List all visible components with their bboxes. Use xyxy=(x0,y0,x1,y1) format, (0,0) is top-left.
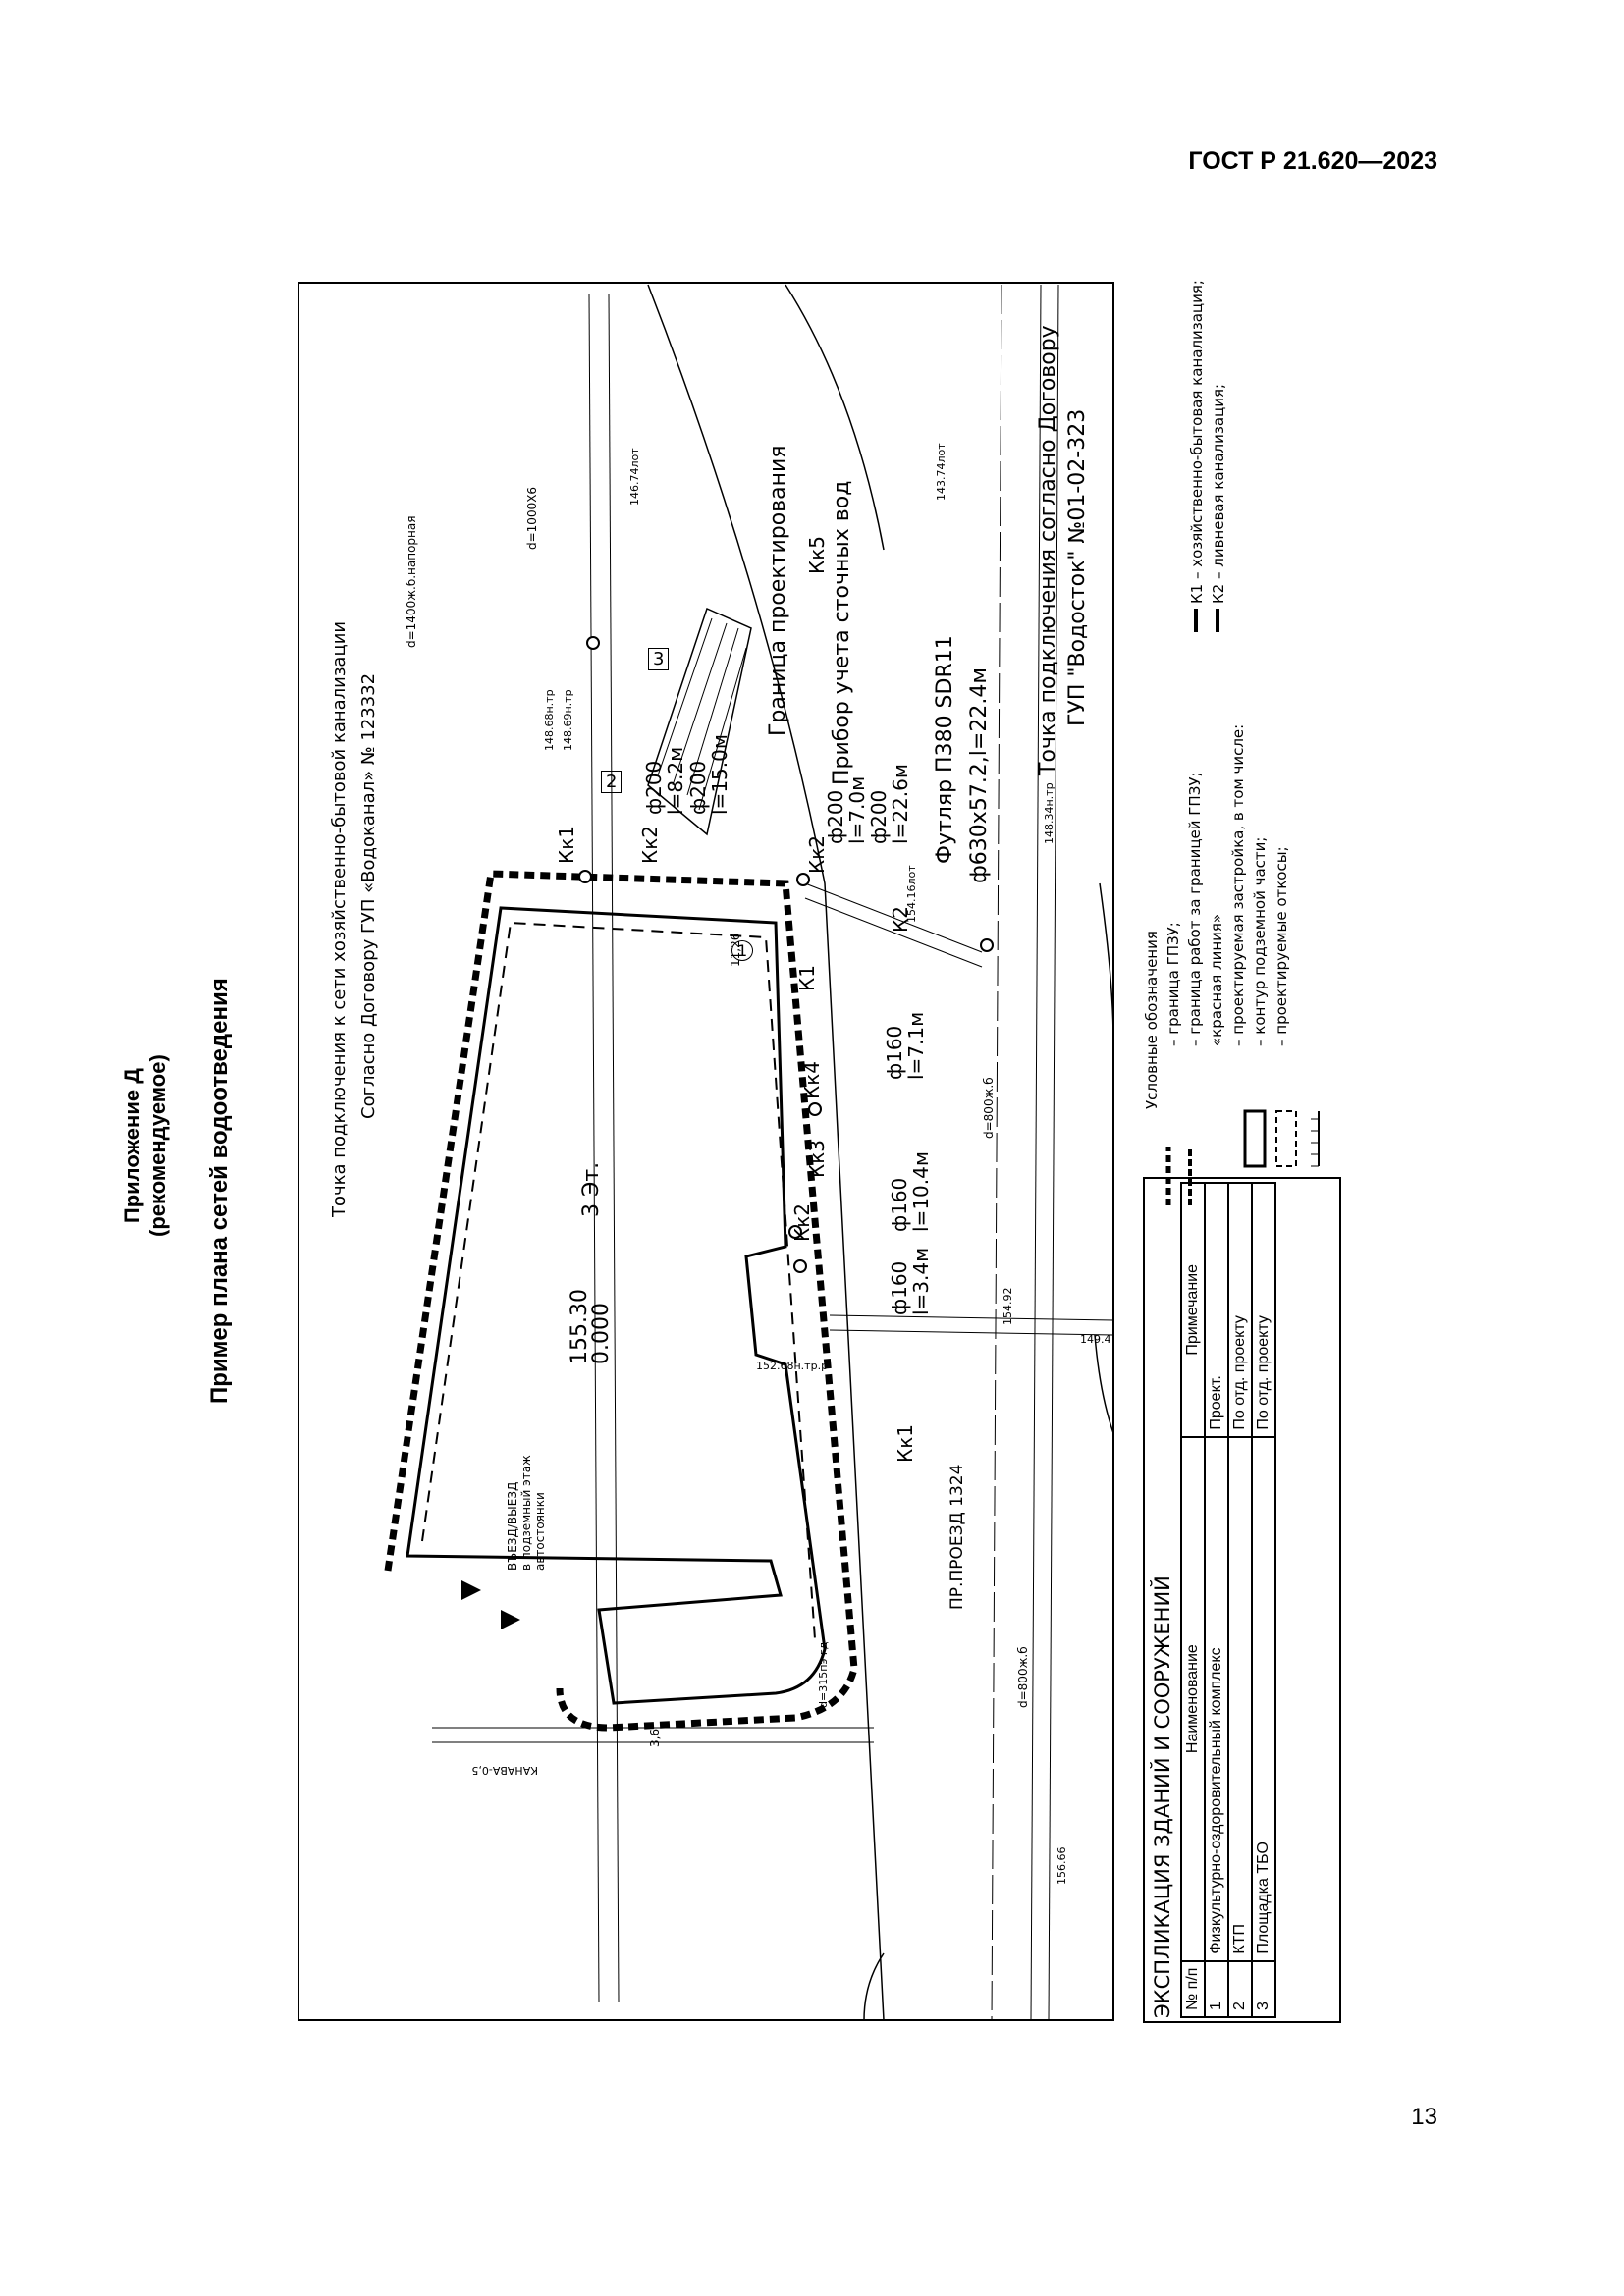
pipe-d1400-label: d=1400ж.б.напорная xyxy=(405,515,418,648)
building-outline xyxy=(406,906,827,1705)
legend-item-4: – проектируемая застройка, в том числе: xyxy=(1229,723,1247,1046)
marker-1: 1 xyxy=(731,940,754,961)
legend-symbols xyxy=(1165,609,1320,1205)
storm-connection-contract: ГУП "Водосток" №01-02-323 xyxy=(1065,408,1090,726)
road-lines xyxy=(647,284,1114,2021)
boundary-label: Граница проектирования xyxy=(766,445,790,736)
table-row: 3 Площадка ТБО По отд. проекту xyxy=(1252,1183,1275,2017)
building-floors: 3 Эт. xyxy=(579,1161,604,1217)
kk4-label: Кк4 xyxy=(800,1060,824,1099)
road-label: ПР.ПРОЕЗД 1324 xyxy=(947,1464,967,1610)
connection-contract: Согласно Договору ГУП «Водоканал» № 1233… xyxy=(358,672,379,1119)
kk1-top-label: Кк1 xyxy=(555,825,578,864)
marker-3: 3 xyxy=(648,648,670,670)
document-number: ГОСТ Р 21.620—2023 xyxy=(1188,147,1437,175)
marker-2: 2 xyxy=(601,771,623,793)
sewer-wells xyxy=(578,636,994,1273)
elev-15416: 154.16лот xyxy=(905,865,918,923)
elev-15466: 156.66 xyxy=(1056,1846,1068,1886)
building-elev-bot: 0.000 xyxy=(589,1303,614,1364)
explication-header-row: № п/п Наименование Примечание xyxy=(1181,1183,1205,2017)
meter-label: Прибор учета сточных вод xyxy=(830,480,854,785)
elev-15192: 154.92 xyxy=(1001,1287,1014,1326)
casing-size: ф630х57.2,l=22.4м xyxy=(967,667,992,883)
kk3-label: Кк3 xyxy=(805,1139,829,1178)
elev-14674: 146.74лот xyxy=(628,448,641,506)
pipe-d800-label-1: d=800ж.б xyxy=(982,1077,996,1139)
explication-title: ЭКСПЛИКАЦИЯ ЗДАНИЙ И СООРУЖЕНИЙ xyxy=(1151,1575,1174,2018)
header-number: № п/п xyxy=(1181,1960,1205,2017)
connection-title: Точка подключения к сети хозяйственно-бы… xyxy=(329,620,350,1217)
legend: Условные обозначения – граница ГПЗУ; – г… xyxy=(1141,724,1292,1109)
entrance-arrows xyxy=(461,1580,520,1629)
explication-frame xyxy=(1143,1177,1341,2023)
casing-label: Футляр П380 SDR11 xyxy=(933,635,957,864)
legend-item-6: – проектируемые откосы; xyxy=(1272,846,1290,1046)
legend-title: Условные обозначения xyxy=(1143,931,1161,1109)
header-name: Наименование xyxy=(1181,1436,1205,1961)
gpzu-boundary xyxy=(384,870,858,1732)
elev-15268: 152.68н.тр.р xyxy=(756,1360,829,1372)
legend-item-3: «красная линия» xyxy=(1208,913,1225,1046)
explication-table: ЭКСПЛИКАЦИЯ ЗДАНИЙ И СООРУЖЕНИЙ № п/п На… xyxy=(1147,1182,1276,2018)
kk5-label: Кк5 xyxy=(805,535,829,574)
elev-14868: 148.68н.тр xyxy=(543,689,556,751)
elev-14869: 148.69н.тр xyxy=(562,689,574,751)
pipe-d1000-label: d=1000Х6 xyxy=(525,486,539,550)
kk1-bottom-label: Кк1 xyxy=(893,1423,917,1463)
elev-14374: 143.74лот xyxy=(935,443,947,501)
legend-k1: К1 – хозяйственно-бытовая канализация; xyxy=(1188,280,1206,604)
pipe-d315-label: d=315пэ гд xyxy=(817,1641,830,1708)
legend-networks: К1 – хозяйственно-бытовая канализация; К… xyxy=(1186,280,1229,604)
dim-36-label: 3,6 xyxy=(648,1728,662,1747)
underground-contour xyxy=(421,921,816,1640)
legend-item-1: – граница ГПЗУ; xyxy=(1164,922,1182,1046)
pipe-d800-label-2: d=800ж.б xyxy=(1016,1646,1030,1708)
kk2-low-label: Кк2 xyxy=(790,1202,814,1242)
legend-item-2: – граница работ за границей ГПЗУ; xyxy=(1186,772,1204,1046)
table-row: 1 Физкультурно-оздоровительный комплекс … xyxy=(1205,1183,1228,2017)
page-number: 13 xyxy=(1411,2104,1437,2130)
storm-connection-title: Точка подключения согласно Договору xyxy=(1036,325,1060,775)
legend-item-5: – контур подземной части; xyxy=(1251,836,1269,1046)
elev-14834: 148.34н.тр xyxy=(1043,782,1056,844)
legend-k2: К2 – ливневая канализация; xyxy=(1210,383,1227,604)
elev-1492: 149.4 xyxy=(1080,1333,1111,1346)
table-row: 2 КТП По отд. проекту xyxy=(1228,1183,1252,2017)
kanava-label: КАНАВА-0,5 xyxy=(471,1764,538,1777)
k1-main-label: К1 xyxy=(795,965,819,991)
entrance-note: ВЪЕЗД/ВЫЕЗД в подземный этаж автостоянки xyxy=(506,1455,547,1571)
val-1126-label: 11,26 xyxy=(729,933,742,967)
kk2-top-label: Кк2 xyxy=(638,825,662,864)
drawing-frame xyxy=(298,282,1114,2021)
header-note: Примечание xyxy=(1181,1183,1205,1437)
hatched-area xyxy=(647,607,752,836)
